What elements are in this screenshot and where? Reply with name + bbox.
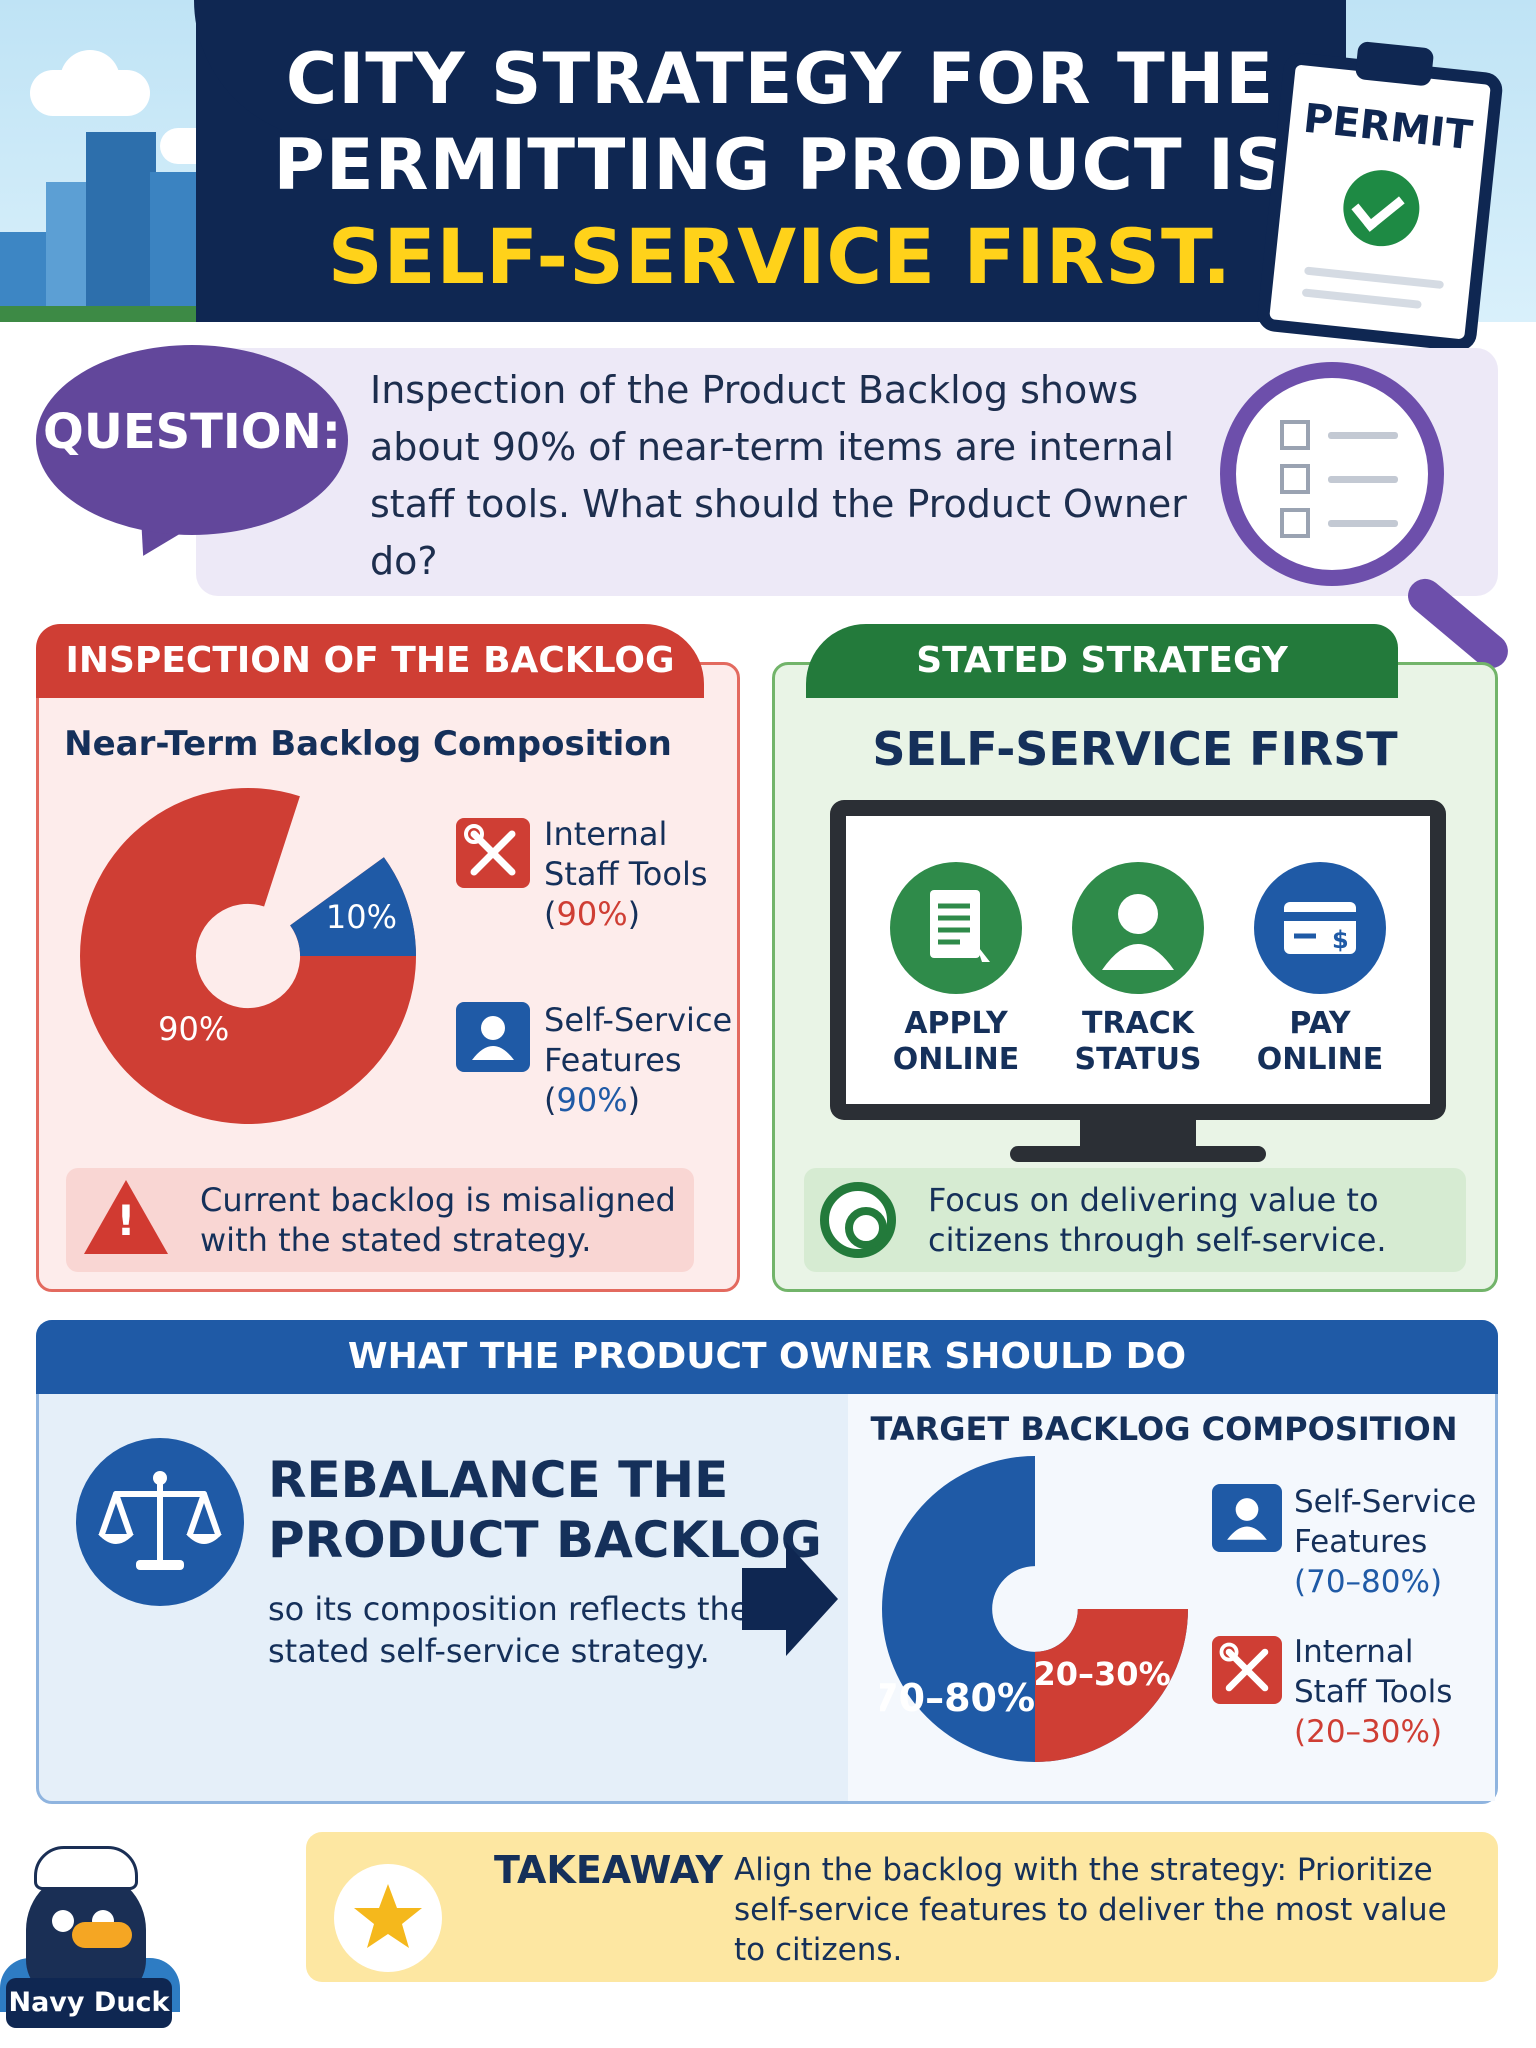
target-icon [820,1182,896,1258]
target-chart-title: TARGET BACKLOG COMPOSITION [870,1410,1458,1448]
donut-slice-2 [1035,1609,1188,1762]
magnifier-checklist-icon [1220,362,1444,586]
strategy-header-label: STATED STRATEGY [916,640,1288,681]
current-backlog-donut-chart: 90% 10% [79,788,416,1124]
legend-pct: (90%) [544,895,641,933]
warning-icon [84,1180,168,1254]
legend-label-line: Self-Service [1294,1484,1477,1520]
legend-pct-value: 90% [556,895,628,933]
service-apply-online: APPLY ONLINE [866,1006,1046,1078]
service-label-line: ONLINE [892,1042,1020,1077]
scales-icon [76,1438,244,1606]
legend-internal-staff-tools: Internal Staff Tools (90%) [544,814,708,934]
document-icon [890,862,1022,994]
service-label-line: APPLY [904,1006,1008,1041]
checklist-line [1328,432,1398,439]
rebalance-text: so its composition reflects the stated s… [268,1590,750,1670]
strategy-header [806,624,1398,698]
service-label-line: ONLINE [1256,1042,1384,1077]
star-icon [334,1864,442,1972]
check-icon [1339,166,1424,250]
target-legend-self-service: Self-Service Features (70–80%) [1294,1482,1476,1602]
donut-slice-label-2: 10% [326,898,397,936]
legend-label-line: Features [544,1041,682,1079]
action-header [36,1320,1498,1394]
inspection-header [36,624,704,698]
service-label-line: TRACK [1081,1006,1195,1041]
clipboard-line [1304,266,1445,290]
arrow-right-icon [742,1568,786,1630]
tools-icon [456,818,530,888]
speech-bubble-icon [36,345,348,535]
permit-label: PERMIT [1301,95,1475,160]
checkbox-icon [1280,508,1310,538]
cloud-icon [60,50,120,110]
building-icon [86,132,156,322]
checkbox-icon [1280,420,1310,450]
legend-pct-value: (20–30%) [1294,1714,1443,1750]
warning-text: Current backlog is misaligned with the s… [200,1181,676,1259]
user-icon [456,1002,530,1072]
donut-slice-2 [290,857,416,956]
user-icon [1072,862,1204,994]
legend-pct-value: (70–80%) [1294,1564,1443,1600]
legend-label-line: Self-Service [544,1001,733,1039]
legend-pct-value: 90% [556,1081,628,1119]
strategy-title: SELF-SERVICE FIRST [872,722,1398,776]
page-title-line-2: PERMITTING PRODUCT IS [273,124,1287,206]
checklist-line [1328,476,1398,483]
action-header-label: WHAT THE PRODUCT OWNER SHOULD DO [347,1336,1187,1377]
tools-icon [1212,1636,1282,1704]
rebalance-title-line: REBALANCE THE [268,1451,729,1509]
donut-slice-label-2: 20–30% [1034,1655,1171,1693]
donut-slice-label-1: 90% [158,1010,229,1048]
rebalance-title: REBALANCE THE PRODUCT BACKLOG [268,1450,828,1570]
legend-label-line: Internal [544,815,668,853]
legend-label-line: Internal [1294,1634,1414,1670]
sailor-hat-icon [34,1846,138,1890]
legend-pct: (90%) [544,1081,641,1119]
legend-label-line: Features [1294,1524,1428,1560]
focus-text: Focus on delivering value to citizens th… [928,1181,1387,1259]
checkbox-checked-icon [1280,464,1310,494]
legend-self-service-features: Self-Service Features (90%) [544,1000,732,1120]
monitor-base [1010,1146,1266,1162]
takeaway-text: Align the backlog with the strategy: Pri… [734,1852,1447,1968]
focus-box [804,1168,1466,1272]
payment-card-icon: $ [1254,862,1386,994]
target-backlog-donut-chart: 70–80%20–30% [880,1456,1188,1762]
permit-clipboard: PERMIT [1255,40,1505,353]
svg-text:$: $ [1332,926,1349,954]
inspection-header-label: INSPECTION OF THE BACKLOG [65,640,675,681]
takeaway-box [306,1832,1498,1982]
legend-label-line: Staff Tools [544,855,708,893]
donut-slice-1 [79,788,416,1124]
takeaway-label: TAKEAWAY [494,1848,723,1892]
question-label: QUESTION: [43,404,341,460]
rebalance-title-line: PRODUCT BACKLOG [268,1511,822,1569]
inspection-chart-title: Near-Term Backlog Composition [64,724,672,764]
legend-label-line: Staff Tools [1294,1674,1453,1710]
service-pay-online: PAY ONLINE [1230,1006,1410,1078]
warning-exclamation: ! [116,1196,136,1245]
user-icon [1212,1484,1282,1552]
header-banner [194,0,1346,322]
page-title-line-1: CITY STRATEGY FOR THE [285,38,1275,120]
service-label-line: STATUS [1074,1042,1202,1077]
warning-box [66,1168,694,1272]
donut-slice-label-1: 70–80% [880,1676,1035,1720]
question-text: Inspection of the Product Backlog shows … [370,368,1187,583]
arrow-right-head [786,1542,838,1656]
service-track-status: TRACK STATUS [1048,1006,1228,1078]
duck-eye [52,1910,74,1932]
target-legend-internal-tools: Internal Staff Tools (20–30%) [1294,1632,1452,1752]
checklist-line [1328,520,1398,527]
page-title-line-3: SELF-SERVICE FIRST. [327,212,1233,301]
clipboard-clip [1354,40,1435,87]
duck-beak [72,1922,132,1948]
mascot-label: Navy Duck [6,1978,172,2028]
service-label-line: PAY [1289,1006,1351,1041]
clipboard-line [1301,288,1422,309]
